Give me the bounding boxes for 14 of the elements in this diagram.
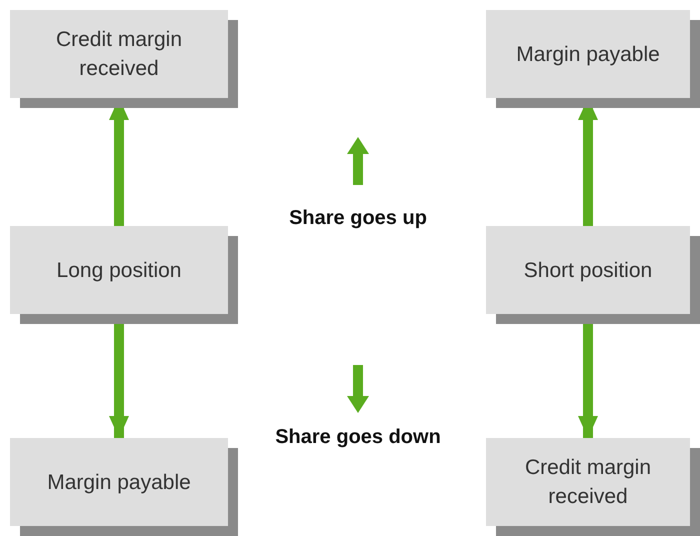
box-label: Long position [56,258,182,284]
box-label: Margin payable [47,470,191,496]
position-box [486,438,690,526]
direction-label: Share goes down [274,425,442,450]
direction-label: Share goes up [288,206,428,231]
box-label: Short position [524,258,652,284]
position-box [486,226,690,314]
position-box [10,438,228,526]
box-label: Margin payable [516,42,660,68]
box-label: Credit margin received [524,455,652,510]
box-label: Credit margin received [54,27,184,82]
position-box [486,10,690,98]
position-box [10,226,228,314]
position-box [10,10,228,98]
